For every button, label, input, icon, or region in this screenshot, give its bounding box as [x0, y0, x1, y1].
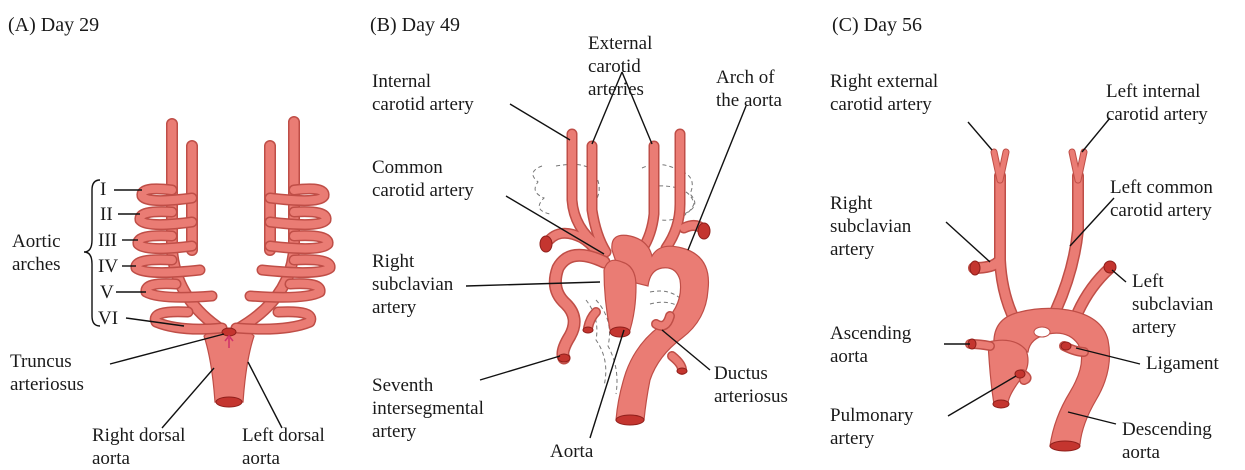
aorta-label: Aorta [550, 440, 593, 463]
ascending-aorta-label: Ascending aorta [830, 322, 911, 368]
arch-numeral-iii: III [98, 229, 117, 252]
arch-numeral-i: I [100, 178, 106, 201]
common-carotid-label: Common carotid artery [372, 156, 474, 202]
ductus-arteriosus-label: Ductus arteriosus [714, 362, 788, 408]
right-subclavian-label-c: Right subclavian artery [830, 192, 911, 261]
arch-numeral-ii: II [100, 203, 113, 226]
arch-numeral-vi: VI [98, 307, 118, 330]
seventh-intersegmental-label: Seventh intersegmental artery [372, 374, 484, 443]
panel-day-49: (B) Day 49 [360, 0, 820, 462]
internal-carotid-label: Internal carotid artery [372, 70, 474, 116]
left-dorsal-aorta-label: Left dorsal aorta [242, 424, 325, 470]
descending-aorta-label: Descending aorta [1122, 418, 1212, 464]
arch-numeral-iv: IV [98, 255, 118, 278]
panel-day-56: (C) Day 56 [820, 0, 1245, 462]
left-subclavian-label: Left subclavian artery [1132, 270, 1213, 339]
right-dorsal-aorta-label: Right dorsal aorta [92, 424, 185, 470]
right-subclavian-label: Right subclavian artery [372, 250, 453, 319]
truncus-arteriosus-label: Truncus arteriosus [10, 350, 84, 396]
panel-day-29: (A) Day 29 [0, 0, 360, 462]
left-common-carotid-label: Left common carotid artery [1110, 176, 1213, 222]
aortic-arches-label: Aortic arches [12, 230, 61, 276]
left-internal-carotid-label: Left internal carotid artery [1106, 80, 1208, 126]
arch-numeral-v: V [100, 281, 114, 304]
arch-of-aorta-label: Arch of the aorta [716, 66, 782, 112]
right-external-carotid-label: Right external carotid artery [830, 70, 938, 116]
external-carotid-label: External carotid arteries [588, 32, 652, 101]
pulmonary-artery-label: Pulmonary artery [830, 404, 913, 450]
ligament-label: Ligament [1146, 352, 1219, 375]
